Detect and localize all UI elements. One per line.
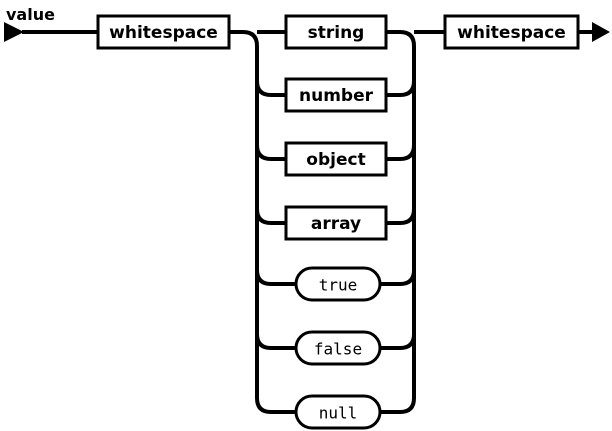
node-object-box <box>284 141 388 177</box>
node-number[interactable]: number <box>284 77 388 113</box>
rail-lead-out-true <box>380 269 416 286</box>
node-true[interactable]: true <box>294 266 382 302</box>
rail-lead-in-array <box>255 208 286 225</box>
node-array-label: array <box>311 214 361 234</box>
node-whitespace-right[interactable]: whitespace <box>443 14 580 50</box>
node-string-box <box>284 14 388 50</box>
node-whitespace-right-label: whitespace <box>457 23 566 43</box>
node-object[interactable]: object <box>284 141 388 177</box>
node-string-label: string <box>308 23 365 43</box>
rail-right-branch-spine <box>399 30 416 414</box>
rail-left-branch-spine <box>229 30 272 414</box>
node-number-label: number <box>299 86 374 106</box>
node-whitespace-left[interactable]: whitespace <box>96 14 231 50</box>
node-object-label: object <box>306 150 365 170</box>
node-whitespace-left-label: whitespace <box>109 23 218 43</box>
rail-lead-out-array <box>386 208 416 225</box>
node-string[interactable]: string <box>284 14 388 50</box>
node-null[interactable]: null <box>294 394 382 430</box>
rule-title: value <box>6 5 55 24</box>
rail-lead-in-true <box>255 269 296 286</box>
node-array[interactable]: array <box>284 205 388 241</box>
node-false-label: false <box>314 340 362 359</box>
node-true-label: true <box>319 276 358 295</box>
rail-lead-in-false <box>255 333 296 350</box>
node-number-box <box>284 77 388 113</box>
node-true-box <box>294 266 382 302</box>
rail-lead-in-number <box>255 80 286 97</box>
rail-lead-in-object <box>255 144 286 161</box>
rail-lead-out-number <box>386 80 416 97</box>
node-null-label: null <box>319 404 358 423</box>
node-null-box <box>294 394 382 430</box>
end-arrowhead-icon <box>592 22 610 42</box>
rail-lead-out-object <box>386 144 416 161</box>
rail-lead-out-false <box>380 333 416 350</box>
node-false-box <box>294 330 382 366</box>
node-array-box <box>284 205 388 241</box>
start-arrowhead-icon <box>4 22 24 42</box>
node-false[interactable]: false <box>294 330 382 366</box>
